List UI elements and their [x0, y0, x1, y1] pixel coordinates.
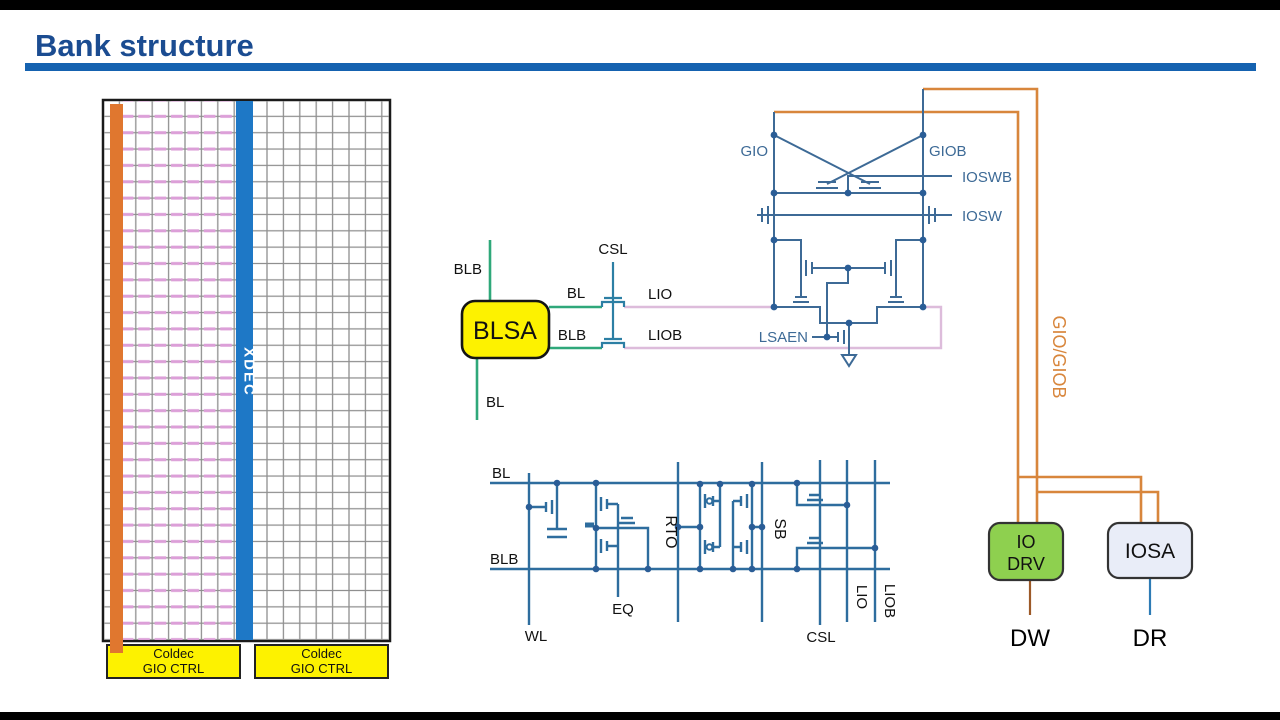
liob-label: LIOB	[648, 327, 682, 344]
blb-top-label: BLB	[454, 261, 482, 278]
cell-liob-label: LIOB	[881, 584, 898, 618]
csl-fet-lower	[795, 536, 875, 569]
dr-label: DR	[1133, 625, 1168, 652]
sense-pair	[774, 296, 923, 324]
cell-wl-label: WL	[525, 628, 548, 645]
cell-bl-label: BL	[492, 465, 510, 482]
coldec-right-line1: Coldec	[301, 646, 342, 661]
xdec-label: XDEC	[241, 347, 258, 397]
gio-giob-bus-label: GIO/GIOB	[1049, 315, 1069, 398]
coldec-left-line1: Coldec	[153, 646, 194, 661]
cell-blb-label: BLB	[490, 551, 518, 568]
gio-bus-wires	[774, 87, 1160, 523]
cell-lio-label: LIO	[853, 585, 870, 609]
iosw-label: IOSW	[962, 208, 1003, 225]
coldec-box-right	[254, 644, 389, 679]
restore-stubs	[774, 239, 923, 258]
lio-label: LIO	[648, 286, 672, 303]
cell-csl-label: CSL	[806, 629, 835, 646]
cell-circuit: BL BLB WL EQ RTO SB CSL LIO LIOB	[490, 460, 898, 646]
array-orange-bar	[110, 104, 123, 653]
lsa-wires	[757, 89, 952, 368]
lsaen-fet	[812, 323, 850, 355]
coldec-box-left	[106, 644, 241, 679]
array-cell-dashes	[123, 101, 236, 640]
io-blocks: IO DRV IOSA DW DR	[987, 521, 1194, 652]
iodrv-label-line1: IO	[1016, 532, 1035, 552]
ioswb-gate-wire	[847, 175, 952, 193]
cell-rto-label: RTO	[662, 515, 679, 548]
giob-label: GIOB	[929, 143, 967, 160]
lio-wires	[624, 305, 943, 350]
cell-wires	[490, 460, 890, 625]
bl-bottom-label: BL	[486, 394, 504, 411]
restore-fets	[800, 258, 897, 297]
bl-right-label: BL	[567, 285, 585, 302]
blsa-block: BLSA BLB BL BL BLB CSL LIO LIOB	[454, 240, 943, 420]
latch-cross-wires	[718, 484, 735, 569]
cell-access-fet-cap	[529, 483, 567, 539]
blb-right-label: BLB	[558, 327, 586, 344]
memory-array: XDEC Coldec GIO CTRL Coldec GIO CTRL	[101, 98, 392, 679]
xdec-bar	[236, 101, 253, 640]
coldec-right-line2: GIO CTRL	[291, 661, 352, 676]
iosa-label: IOSA	[1125, 540, 1175, 563]
blsa-box	[460, 299, 551, 360]
iodrv-box	[987, 521, 1065, 582]
csl-fet-upper	[795, 483, 847, 507]
dw-label: DW	[1010, 625, 1050, 652]
title-underline	[25, 63, 1256, 71]
gio-label: GIO	[740, 143, 768, 160]
letterbox-top	[0, 0, 1280, 10]
cell-eq-label: EQ	[612, 601, 634, 618]
blsa-box-label: BLSA	[473, 317, 537, 345]
letterbox-bottom	[0, 712, 1280, 720]
cell-junction-dots	[525, 479, 879, 573]
lsaen-feed-wire	[826, 268, 849, 337]
bitline-wires	[475, 240, 602, 420]
csl-label: CSL	[598, 241, 627, 258]
eq-fets	[594, 483, 618, 569]
csl-pass-gates	[600, 262, 626, 348]
latch-right-fets	[733, 484, 762, 569]
cell-sb-label: SB	[771, 518, 788, 539]
iosa-box	[1106, 521, 1194, 580]
iodrv-label-line2: DRV	[1007, 554, 1045, 574]
page-title: Bank structure	[35, 28, 254, 63]
iosw-gate-wire	[757, 206, 952, 224]
local-sense-amp: GIO GIOB IOSWB IOSW LSAEN	[740, 87, 1160, 523]
eq-bridge-fet	[596, 516, 650, 569]
ioswb-label: IOSWB	[962, 169, 1012, 186]
ground-symbol	[840, 354, 858, 368]
lsa-junction-dots	[770, 131, 927, 341]
lsaen-label: LSAEN	[759, 329, 808, 346]
coldec-left-line2: GIO CTRL	[143, 661, 204, 676]
latch-bubbles	[705, 497, 714, 551]
